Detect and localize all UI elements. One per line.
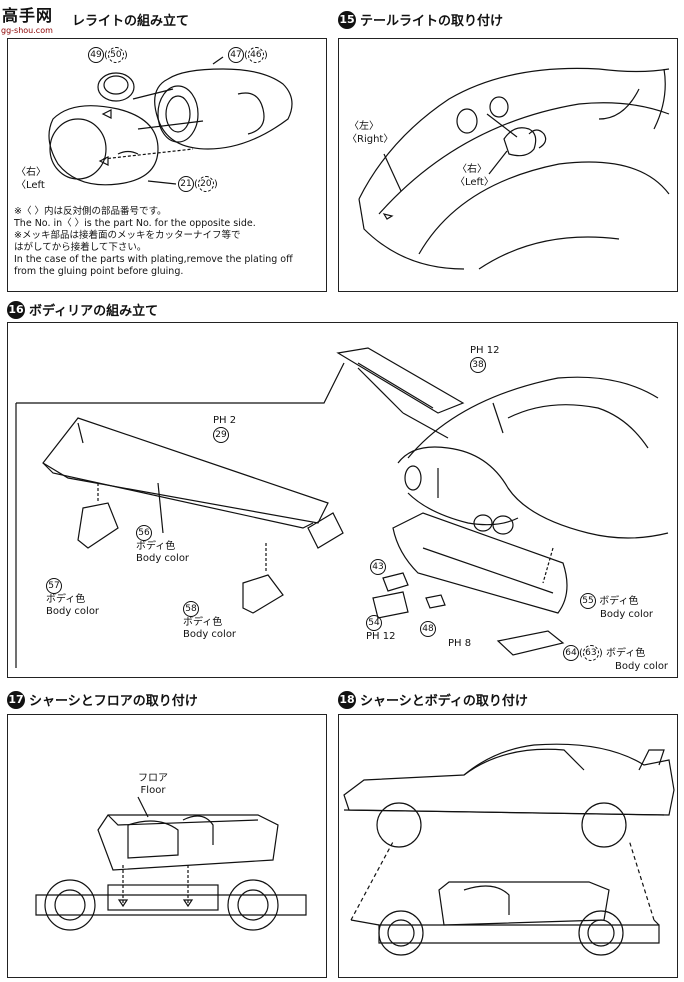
part-58-label: 58 ボディ色 Body color — [183, 601, 236, 641]
part-50: 50 — [107, 47, 124, 63]
part-58: 58 — [183, 601, 199, 617]
floor-label: フロア Floor — [138, 773, 168, 797]
step-14-drawing — [48, 56, 293, 186]
note-line-6: from the gluing point before gluing. — [14, 266, 184, 277]
part-43-label: 43 — [370, 559, 386, 575]
runner-ph12-bottom: PH 12 — [366, 631, 396, 642]
runner-ph2: PH 2 — [213, 415, 237, 426]
note-line-5: In the case of the parts with plating,re… — [14, 254, 293, 265]
part-21-20-label: 21(20) — [178, 176, 218, 192]
watermark-url: gg-shou.com — [1, 26, 53, 35]
watermark-glyphs: 高手网 — [2, 6, 54, 25]
part-21: 21 — [178, 176, 194, 192]
part-29: 29 — [213, 427, 229, 443]
part-56-color-en: Body color — [136, 553, 190, 564]
runner-ph8: PH 8 — [448, 638, 472, 649]
step-18-number: 18 — [338, 690, 356, 709]
floor-jp: フロア — [138, 773, 168, 784]
runner-ph12-top: PH 12 — [470, 345, 500, 356]
part-57-label: 57 ボディ色 Body color — [46, 578, 99, 618]
part-48: 48 — [420, 621, 436, 637]
part-49-50-label: 49(50) — [88, 47, 128, 63]
step-17-drawing — [35, 796, 307, 931]
part-20: 20 — [197, 176, 214, 192]
part-49: 49 — [88, 47, 104, 63]
part-38-label: PH 12 38 — [470, 345, 499, 373]
step-16-panel: PH 2 29 56 ボディ色 Body color 57 ボディ色 Body … — [7, 322, 678, 678]
step-15-panel: 〈左〉 〈Right〉 〈右〉 〈Left〉 — [338, 38, 678, 292]
step-17-panel: フロア Floor — [7, 714, 327, 978]
part-47: 47 — [228, 47, 244, 63]
part-56-color-jp: ボディ色 — [136, 541, 176, 552]
part-38: 38 — [470, 357, 486, 373]
left-jp-label: 〈左〉 — [349, 121, 379, 132]
part-29-label: PH 2 29 — [213, 415, 236, 443]
step-15-number: 15 — [338, 10, 356, 29]
part-47-46-label: 47(46) — [228, 47, 268, 63]
part-48-label: 48 — [420, 621, 436, 637]
part-56: 56 — [136, 525, 152, 541]
part-55-color-jp: ボディ色 — [599, 596, 639, 607]
left-en-label-2: 〈Left〉 — [455, 177, 494, 188]
part-56-label: 56 ボディ色 Body color — [136, 525, 189, 565]
part-54-label: 54 PH 12 — [366, 615, 395, 643]
watermark-logo: 高手网 gg-shou.com — [0, 0, 70, 40]
step-16-number: 16 — [7, 300, 25, 319]
step-15-drawing — [358, 67, 670, 270]
part-64-color-en: Body color — [615, 661, 669, 672]
note-line-4: はがしてから接着して下さい。 — [14, 242, 147, 253]
part-46: 46 — [247, 47, 264, 63]
floor-en: Floor — [140, 785, 166, 796]
right-jp-label-2: 〈右〉 — [457, 164, 487, 175]
part-55-label: 55 ボディ色 Body color — [580, 593, 653, 621]
part-64-63-label: 64(63) ボディ色 Body color — [563, 645, 668, 673]
part-57-color-en: Body color — [46, 606, 100, 617]
right-jp-label: 〈右〉 — [16, 167, 46, 178]
step-16-drawing — [15, 347, 669, 668]
note-line-3: ※メッキ部品は接着面のメッキをカッターナイフ等で — [14, 230, 241, 241]
right-en-label: 〈Right〉 — [347, 134, 394, 145]
step-18-panel — [338, 714, 678, 978]
part-64-color-jp: ボディ色 — [606, 648, 646, 659]
part-57-color-jp: ボディ色 — [46, 594, 86, 605]
part-55: 55 — [580, 593, 596, 609]
part-57: 57 — [46, 578, 62, 594]
part-58-color-jp: ボディ色 — [183, 617, 223, 628]
note-line-2: The No. in〈 〉is the part No. for the opp… — [14, 218, 256, 229]
part-55-color-en: Body color — [600, 609, 654, 620]
part-64: 64 — [563, 645, 579, 661]
note-line-1: ※〈 〉内は反対側の部品番号です。 — [14, 206, 167, 217]
step-14-title: レライトの組み立て — [72, 14, 190, 29]
part-63: 63 — [582, 645, 599, 661]
step-17-number: 17 — [7, 690, 25, 709]
step-14-notes: ※〈 〉内は反対側の部品番号です。 The No. in〈 〉is the pa… — [14, 206, 319, 278]
step-14-panel: 49(50) 47(46) 〈右〉 〈Left 21(20) ※〈 〉内は反対側… — [7, 38, 327, 292]
part-54: 54 — [366, 615, 382, 631]
part-43: 43 — [370, 559, 386, 575]
left-en-label: 〈Left — [16, 180, 45, 191]
step-18-drawing — [343, 743, 675, 956]
part-58-color-en: Body color — [183, 629, 237, 640]
